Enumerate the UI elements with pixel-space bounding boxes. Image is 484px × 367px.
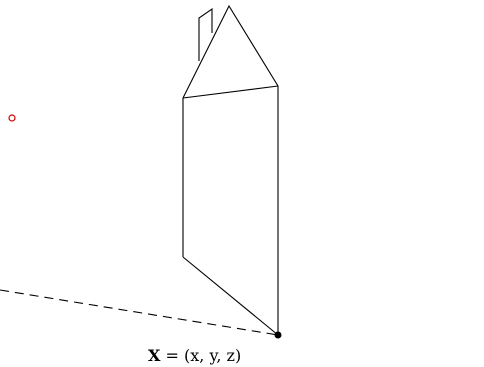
chimney-outline xyxy=(198,7,213,61)
roof-outline xyxy=(182,4,279,99)
eave-line xyxy=(182,85,279,99)
point-x-marker xyxy=(274,331,282,339)
point-x-label: X = (x, y, z) xyxy=(148,346,241,365)
base-line xyxy=(182,256,279,336)
camera-center-marker xyxy=(8,114,16,122)
projection-ray-dashed xyxy=(0,289,279,336)
point-x-coordinates: = (x, y, z) xyxy=(160,346,241,365)
point-x-symbol: X xyxy=(148,346,161,365)
